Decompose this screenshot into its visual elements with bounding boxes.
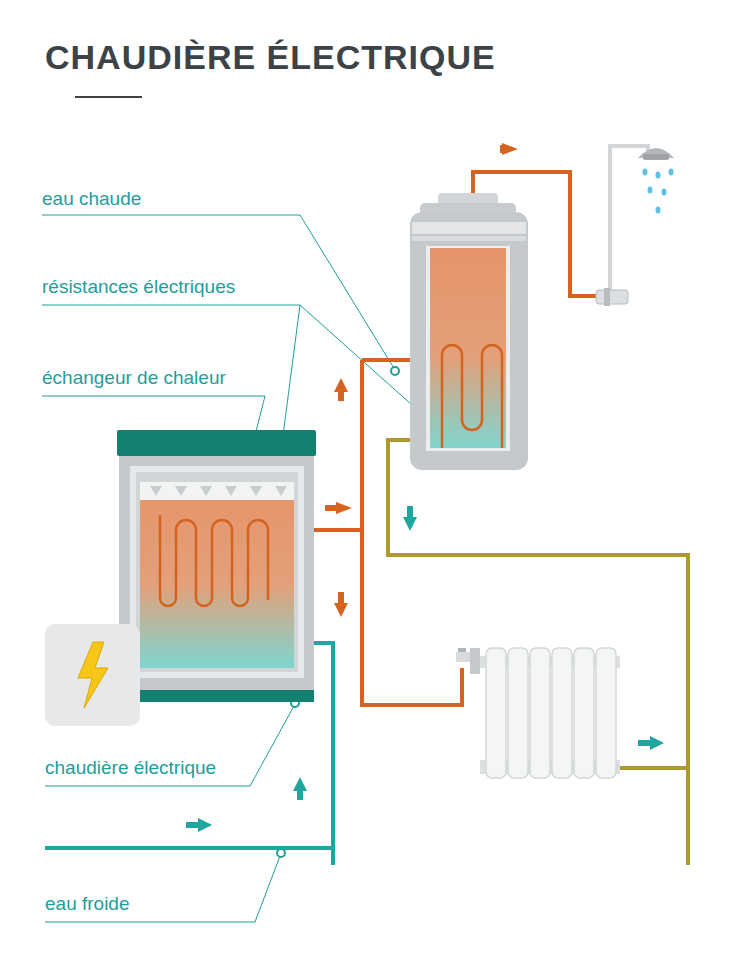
boiler-label: chaudière électrique — [43, 757, 218, 779]
hot-water-label: eau chaude — [40, 188, 143, 210]
title: CHAUDIÈRE ÉLECTRIQUE — [45, 38, 496, 77]
resistor-label: résistances électriques — [40, 276, 237, 298]
exchanger-label: échangeur de chaleur — [40, 367, 228, 389]
cold-water-label: eau froide — [43, 893, 132, 915]
